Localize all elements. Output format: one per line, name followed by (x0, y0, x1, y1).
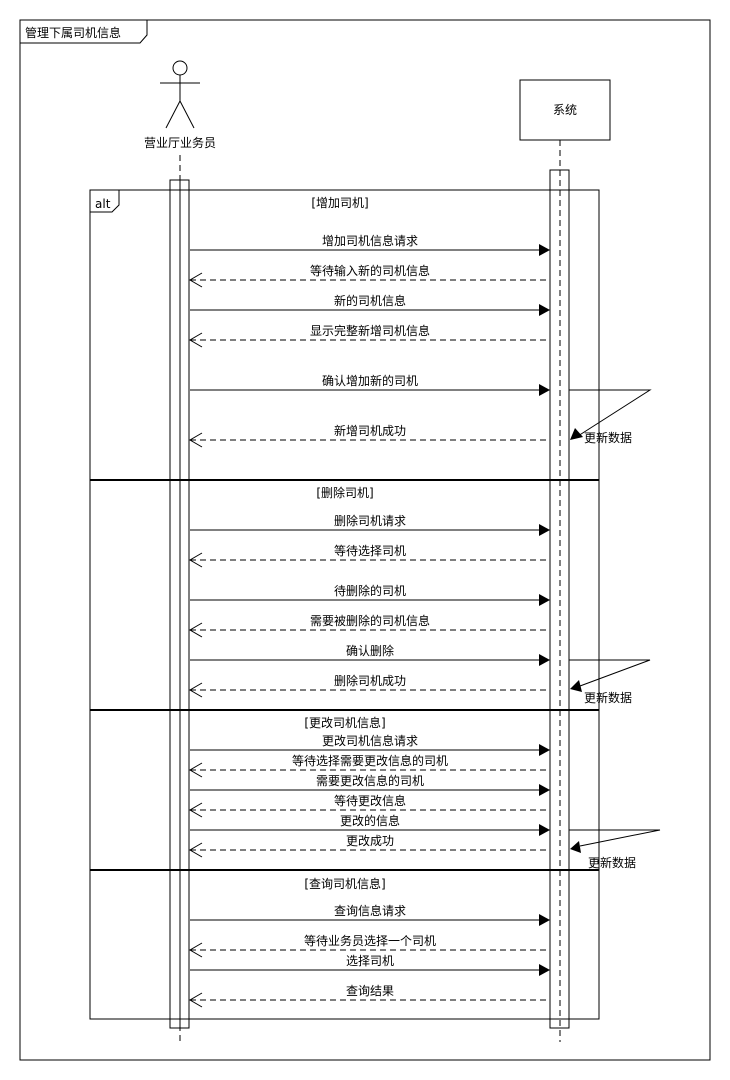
self-message-arrow (569, 389, 652, 440)
frame-title: 管理下属司机信息 (25, 25, 121, 40)
alt-label-tab (90, 190, 120, 213)
message-label: 删除司机成功 (334, 673, 406, 688)
message-label: 等待输入新的司机信息 (310, 263, 430, 278)
reply-arrow (189, 942, 550, 958)
reply-arrow (189, 762, 550, 778)
message-arrow (190, 824, 550, 836)
message-arrow (190, 914, 550, 926)
message-label: 增加司机信息请求 (322, 233, 418, 248)
actor-label: 营业厅业务员 (144, 135, 216, 150)
message-arrow (190, 784, 550, 796)
message-arrow (190, 744, 550, 756)
reply-arrow (189, 802, 550, 818)
message-label: 等待业务员选择一个司机 (304, 933, 436, 948)
self-message-label: 更新数据 (588, 855, 636, 870)
message-arrow (190, 594, 550, 606)
self-message-arrow (569, 659, 651, 692)
reply-arrow (189, 842, 550, 858)
diagram-frame (19, 19, 711, 1061)
guard-add-driver: [增加司机] (311, 196, 368, 210)
self-message-arrow (569, 829, 661, 853)
message-label: 等待选择司机 (334, 544, 406, 558)
reply-arrow (189, 992, 550, 1008)
message-label: 等待更改信息 (334, 793, 406, 808)
reply-arrow (189, 272, 550, 288)
message-label: 更改司机信息请求 (322, 733, 418, 748)
message-arrow (190, 384, 550, 396)
message-arrow (190, 304, 550, 316)
message-arrow (190, 524, 550, 536)
message-label: 新的司机信息 (334, 293, 406, 308)
system-activation-bar (549, 169, 570, 1029)
reply-arrow (189, 332, 550, 348)
alt-label: alt (95, 197, 111, 211)
message-label: 删除司机请求 (334, 513, 406, 528)
message-label: 待删除的司机 (334, 583, 406, 598)
message-label: 新增司机成功 (334, 423, 406, 438)
reply-arrow (189, 682, 550, 698)
message-arrow (190, 654, 550, 666)
message-label: 确认增加新的司机 (322, 373, 418, 388)
frame-title-tab (20, 20, 148, 44)
reply-arrow (189, 432, 550, 448)
message-label: 确认删除 (346, 643, 394, 658)
message-label: 查询结果 (346, 984, 394, 998)
guard-modify-driver: [更改司机信息] (304, 715, 385, 730)
reply-arrow (189, 552, 550, 568)
self-message-label: 更新数据 (584, 430, 632, 445)
message-label: 选择司机 (346, 954, 394, 968)
system-participant-box (519, 79, 611, 141)
actor-icon (160, 60, 200, 129)
self-message-label: 更新数据 (584, 690, 632, 705)
alt-fragment (89, 189, 600, 1020)
message-arrow (190, 244, 550, 256)
message-label: 更改成功 (346, 834, 394, 848)
message-label: 更改的信息 (340, 813, 400, 828)
message-label: 查询信息请求 (334, 903, 406, 918)
guard-delete-driver: [删除司机] (316, 485, 373, 500)
message-label: 等待选择需要更改信息的司机 (292, 753, 448, 768)
message-label: 需要被删除的司机信息 (310, 613, 430, 628)
message-label: 需要更改信息的司机 (316, 773, 424, 788)
message-label: 显示完整新增司机信息 (310, 323, 430, 338)
message-arrow (190, 964, 550, 976)
system-participant-label: 系统 (553, 103, 577, 117)
guard-query-driver: [查询司机信息] (304, 876, 385, 891)
reply-arrow (189, 622, 550, 638)
